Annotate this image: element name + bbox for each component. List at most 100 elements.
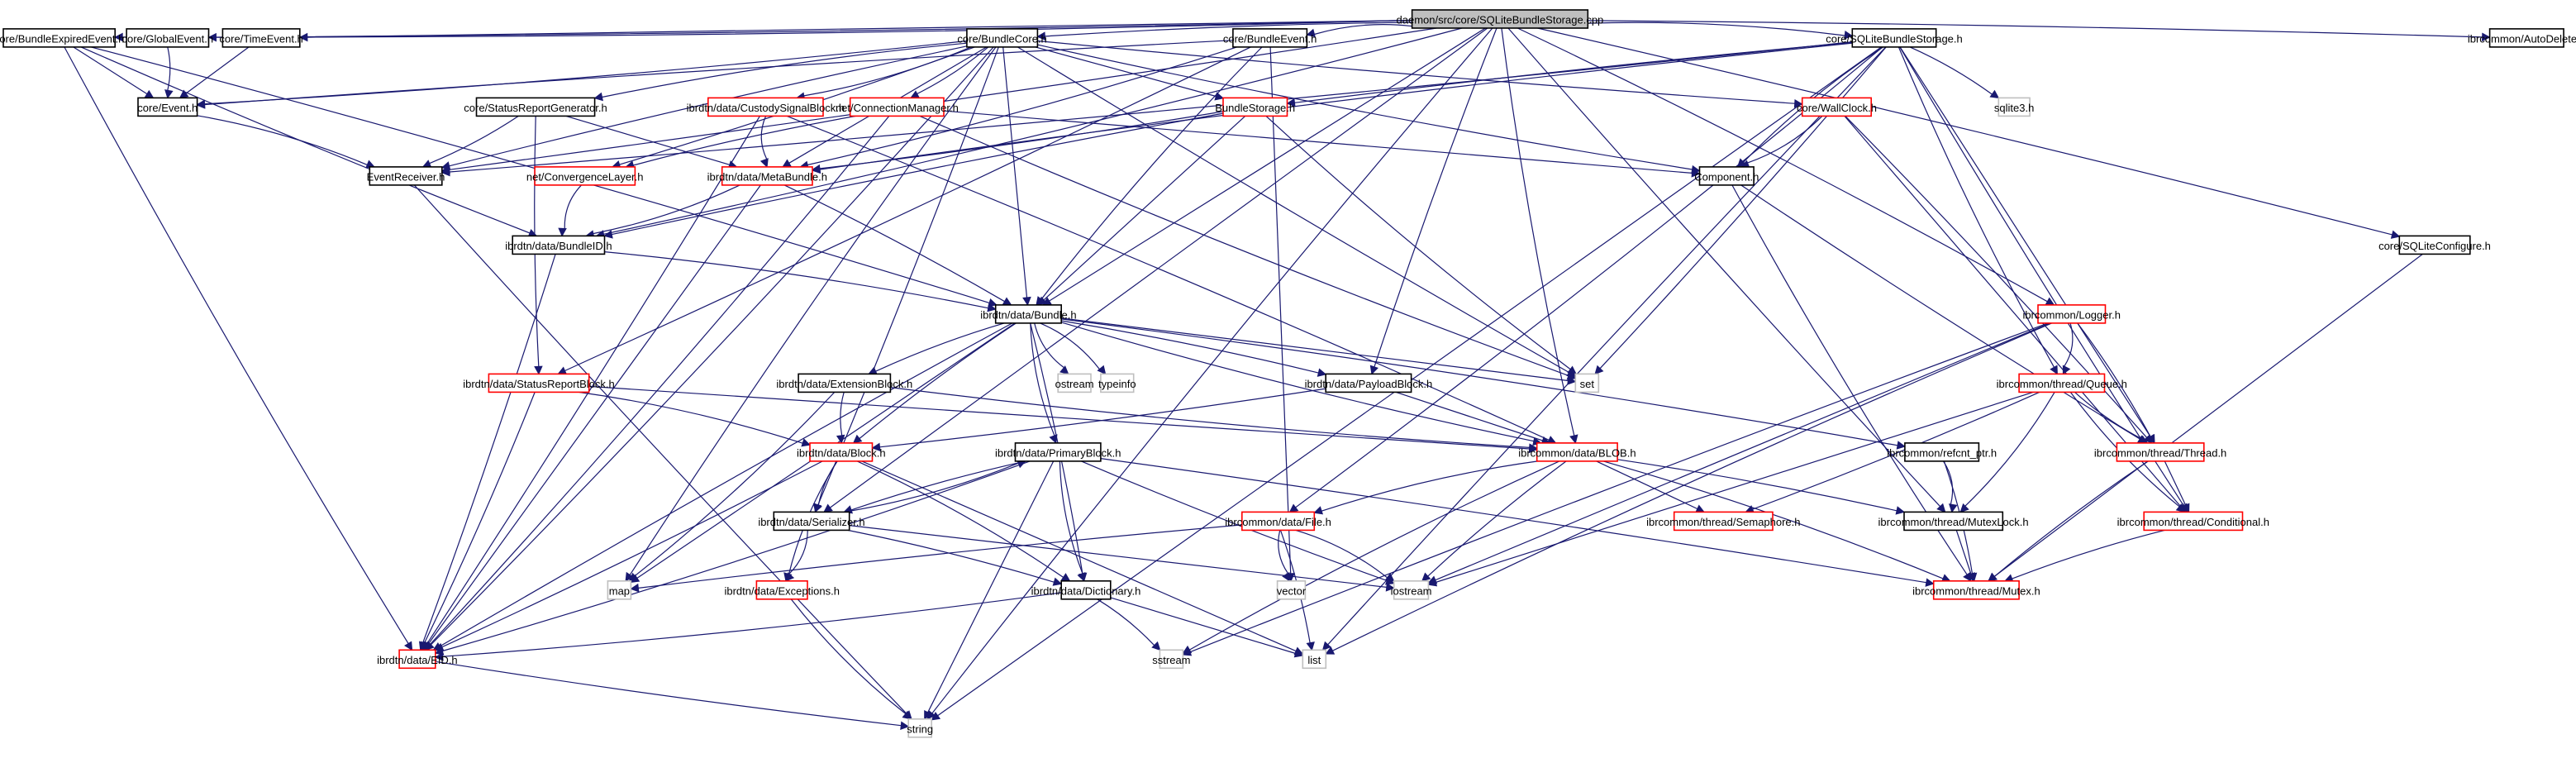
include-file-node[interactable]: ibrdtn/data/EID.h xyxy=(377,649,458,670)
node-box xyxy=(907,718,932,738)
include-file-node[interactable]: BundleStorage.h xyxy=(1215,97,1295,117)
dependency-edge xyxy=(1295,529,1395,582)
include-file-node[interactable]: map xyxy=(607,579,632,600)
edge-line xyxy=(1845,115,2148,438)
node-box xyxy=(2143,511,2244,532)
include-file-node[interactable]: core/BundleEvent.h xyxy=(1223,28,1317,48)
edge-line xyxy=(917,46,989,95)
dependency-edge xyxy=(2164,460,2190,513)
include-file-node[interactable]: ibrcommon/thread/Semaphore.h xyxy=(1646,511,1801,532)
include-file-node[interactable]: ibrcommon/Logger.h xyxy=(2022,304,2121,324)
include-file-node[interactable]: net/ConnectionManager.h xyxy=(836,97,959,117)
root-file-node[interactable]: daemon/src/core/SQLiteBundleStorage.cpp xyxy=(1397,9,1604,29)
include-file-node[interactable]: core/BundleExpiredEvent.h xyxy=(0,28,124,48)
arrowhead-icon xyxy=(1691,169,1701,178)
edge-line xyxy=(638,524,1242,589)
node-label: typeinfo xyxy=(1098,378,1136,390)
include-file-node[interactable]: core/BundleCore.h xyxy=(957,28,1047,48)
arrowhead-icon xyxy=(1288,503,1299,513)
edge-line xyxy=(2077,322,2151,437)
include-file-node[interactable]: ibrcommon/AutoDelete.h xyxy=(2468,28,2576,48)
include-file-node[interactable]: iostream xyxy=(1391,579,1432,600)
include-file-node[interactable]: string xyxy=(907,718,933,738)
dependency-edge xyxy=(558,184,582,237)
edge-line xyxy=(1909,46,1993,95)
dependency-edge xyxy=(1955,530,1975,582)
include-file-node[interactable]: ibrdtn/data/StatusReportBlock.h xyxy=(463,373,615,393)
include-file-node[interactable]: ibrdtn/data/PrimaryBlock.h xyxy=(995,442,1121,462)
include-file-node[interactable]: core/Event.h xyxy=(137,97,198,117)
include-file-node[interactable]: ibrdtn/data/Dictionary.h xyxy=(1031,579,1141,600)
include-file-node[interactable]: sqlite3.h xyxy=(1994,97,2034,117)
include-file-node[interactable]: ibrcommon/thread/Mutex.h xyxy=(1912,579,2040,600)
dependency-edge xyxy=(1288,46,1883,513)
edge-line xyxy=(1110,597,1296,655)
dependency-edge xyxy=(1042,27,1486,306)
include-file-node[interactable]: ibrdtn/data/Block.h xyxy=(797,442,886,462)
arrowhead-icon xyxy=(1325,646,1336,655)
arrowhead-icon xyxy=(440,161,451,170)
include-file-node[interactable]: set xyxy=(1574,373,1600,393)
edge-line xyxy=(1059,460,1083,575)
include-file-node[interactable]: ibrdtn/data/PayloadBlock.h xyxy=(1305,373,1433,393)
include-file-node[interactable]: core/TimeEvent.h xyxy=(219,28,303,48)
include-file-node[interactable]: typeinfo xyxy=(1098,373,1136,393)
include-file-node[interactable]: EventReceiver.h xyxy=(367,166,445,186)
arrowhead-icon xyxy=(1988,572,1997,582)
arrowhead-icon xyxy=(1966,572,1975,582)
include-file-node[interactable]: core/WallClock.h xyxy=(1797,97,1877,117)
edge-line xyxy=(1617,459,1897,512)
edge-line xyxy=(1427,460,1567,577)
arrowhead-icon xyxy=(179,89,189,99)
edge-line xyxy=(604,251,988,309)
include-file-node[interactable]: ibrcommon/thread/Queue.h xyxy=(1997,373,2127,393)
edge-line xyxy=(840,392,845,436)
arrowhead-icon xyxy=(1282,571,1290,582)
include-file-node[interactable]: list xyxy=(1302,649,1327,670)
include-file-node[interactable]: core/SQLiteConfigure.h xyxy=(2378,235,2491,255)
edge-line xyxy=(1043,115,1246,301)
include-file-node[interactable]: ibrdtn/data/ExtensionBlock.h xyxy=(776,373,912,393)
include-file-node[interactable]: ibrdtn/data/MetaBundle.h xyxy=(707,166,827,186)
include-file-node[interactable]: ostream xyxy=(1055,373,1094,393)
edge-line xyxy=(588,385,1530,450)
node-label: ibrcommon/thread/MutexLock.h xyxy=(1878,516,2029,528)
include-file-node[interactable]: ibrdtn/data/CustodySignalBlock.h xyxy=(687,97,845,117)
node-label: ibrcommon/thread/Mutex.h xyxy=(1912,584,2040,597)
arrowhead-icon xyxy=(1594,365,1604,375)
include-file-node[interactable]: ibrcommon/refcnt_ptr.h xyxy=(1887,442,1997,462)
include-file-node[interactable]: core/SQLiteBundleStorage.h xyxy=(1826,28,1963,48)
include-file-node[interactable]: core/StatusReportGenerator.h xyxy=(464,97,607,117)
include-file-node[interactable]: ibrdtn/data/Bundle.h xyxy=(980,304,1077,324)
include-file-node[interactable]: sstream xyxy=(1152,649,1191,670)
arrowhead-icon xyxy=(1002,297,1012,306)
include-file-node[interactable]: vector xyxy=(1277,579,1307,600)
include-file-node[interactable]: ibrdtn/data/Exceptions.h xyxy=(724,579,840,600)
dependency-edge xyxy=(73,46,155,98)
include-file-node[interactable]: ibrdtn/data/Serializer.h xyxy=(758,511,865,532)
edge-line xyxy=(564,184,582,230)
arrowhead-icon xyxy=(196,100,206,109)
node-label: ibrdtn/data/Serializer.h xyxy=(758,516,864,528)
edge-line xyxy=(1049,27,1486,302)
node-box xyxy=(707,97,824,117)
arrowhead-icon xyxy=(1959,503,1969,513)
arrowhead-icon xyxy=(871,442,881,452)
edge-line xyxy=(1327,46,1887,646)
dependency-edge xyxy=(1845,115,2153,444)
include-file-node[interactable]: ibrcommon/thread/Conditional.h xyxy=(2117,511,2269,532)
include-file-node[interactable]: net/ConvergenceLayer.h xyxy=(526,166,644,186)
include-file-node[interactable]: ibrdtn/data/BundleID.h xyxy=(505,235,612,255)
edge-line xyxy=(1993,253,2423,577)
dependency-edge xyxy=(1278,530,1290,582)
arrowhead-icon xyxy=(557,366,568,375)
include-file-node[interactable]: core/GlobalEvent.h xyxy=(122,28,214,48)
node-label: string xyxy=(907,722,933,735)
edge-line xyxy=(1100,458,1926,584)
include-file-node[interactable]: ibrcommon/thread/MutexLock.h xyxy=(1878,511,2029,532)
include-file-node[interactable]: ibrcommon/thread/Thread.h xyxy=(2094,442,2226,462)
include-file-node[interactable]: ibrcommon/data/File.h xyxy=(1225,511,1331,532)
include-file-node[interactable]: ibrcommon/data/BLOB.h xyxy=(1518,442,1636,462)
edge-line xyxy=(844,462,1019,513)
include-file-node[interactable]: Component.h xyxy=(1694,166,1759,186)
